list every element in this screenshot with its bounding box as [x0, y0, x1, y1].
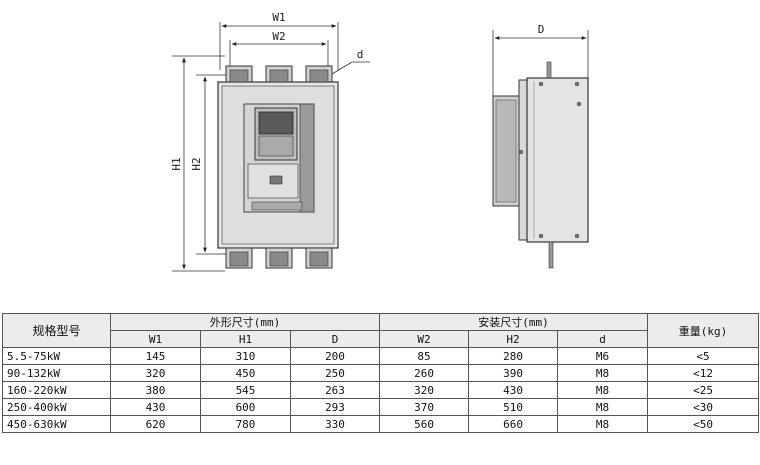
weight-cell: <12: [647, 364, 760, 382]
h1-cell: 545: [200, 381, 291, 399]
weight-header: 重量(kg): [647, 313, 760, 348]
w1-cell: 320: [110, 364, 201, 382]
w1-cell: 145: [110, 347, 201, 365]
table-row: 90-132kW 320 450 250 260 390 M8 <12: [2, 364, 760, 382]
model-cell: 250-400kW: [2, 398, 111, 416]
h1-label: H1: [170, 157, 183, 170]
install-dims-header: 安装尺寸(mm): [379, 313, 649, 331]
bolt-d-label: d: [357, 48, 364, 61]
w2-cell: 85: [379, 347, 470, 365]
bolt-cell: M6: [557, 347, 649, 365]
weight-cell: <5: [647, 347, 760, 365]
w1-cell: 380: [110, 381, 201, 399]
d-cell: 200: [289, 347, 381, 365]
w2-cell: 560: [379, 415, 470, 433]
weight-cell: <50: [647, 415, 760, 433]
d-cell: 263: [289, 381, 381, 399]
col-header-bolt: d: [557, 330, 649, 348]
table-row: 5.5-75kW 145 310 200 85 280 M6 <5: [2, 347, 760, 365]
d-cell: 250: [289, 364, 381, 382]
model-cell: 5.5-75kW: [2, 347, 111, 365]
dimension-drawing: W1 W2 d H1 H2 D: [170, 11, 589, 272]
h2-cell: 280: [468, 347, 559, 365]
d-cell: 330: [289, 415, 381, 433]
model-cell: 90-132kW: [2, 364, 111, 382]
w2-cell: 260: [379, 364, 470, 382]
depth-label: D: [538, 23, 545, 36]
bolt-cell: M8: [557, 398, 649, 416]
bolt-cell: M8: [557, 364, 649, 382]
h1-cell: 600: [200, 398, 291, 416]
bolt-cell: M8: [557, 415, 649, 433]
weight-cell: <25: [647, 381, 760, 399]
col-header-h2: H2: [468, 330, 559, 348]
bolt-cell: M8: [557, 381, 649, 399]
h2-cell: 510: [468, 398, 559, 416]
d-cell: 293: [289, 398, 381, 416]
h1-cell: 310: [200, 347, 291, 365]
spec-table: 规格型号 外形尺寸(mm) 安装尺寸(mm) 重量(kg) W1 H1 D W2…: [2, 313, 760, 433]
outer-dims-header: 外形尺寸(mm): [109, 313, 381, 331]
model-header: 规格型号: [2, 313, 111, 348]
col-header-w1: W1: [110, 330, 201, 348]
front-view: [172, 22, 370, 272]
h2-cell: 430: [468, 381, 559, 399]
table-row: 250-400kW 430 600 293 370 510 M8 <30: [2, 398, 760, 416]
w2-cell: 320: [379, 381, 470, 399]
h1-cell: 450: [200, 364, 291, 382]
col-header-h1: H1: [200, 330, 291, 348]
col-header-d: D: [289, 330, 381, 348]
table-row: 160-220kW 380 545 263 320 430 M8 <25: [2, 381, 760, 399]
w1-label: W1: [272, 11, 285, 24]
h2-cell: 390: [468, 364, 559, 382]
model-cell: 160-220kW: [2, 381, 111, 399]
w1-cell: 620: [110, 415, 201, 433]
table-row: 450-630kW 620 780 330 560 660 M8 <50: [2, 415, 760, 433]
h2-cell: 660: [468, 415, 559, 433]
h2-label: H2: [190, 157, 203, 170]
side-view: [492, 30, 589, 269]
weight-cell: <30: [647, 398, 760, 416]
model-cell: 450-630kW: [2, 415, 111, 433]
w2-cell: 370: [379, 398, 470, 416]
col-header-w2: W2: [379, 330, 470, 348]
h1-cell: 780: [200, 415, 291, 433]
w1-cell: 430: [110, 398, 201, 416]
w2-label: W2: [272, 30, 285, 43]
